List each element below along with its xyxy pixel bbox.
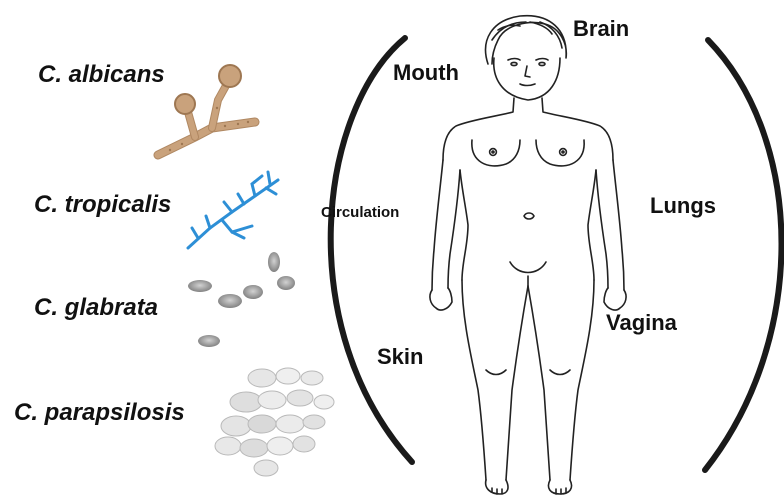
left-bracket-arc (331, 38, 412, 462)
glabrata-yeast-cells-icon (188, 252, 295, 347)
site-label-lungs: Lungs (650, 193, 716, 219)
parapsilosis-yeast-cluster-icon (215, 368, 334, 476)
right-bracket-arc (705, 40, 782, 470)
tropicalis-pseudohyphae-icon (188, 172, 278, 248)
site-label-circulation: Circulation (321, 204, 399, 221)
site-label-skin: Skin (377, 344, 423, 370)
species-label-glabrata: C. glabrata (34, 294, 158, 322)
species-label-tropicalis: C. tropicalis (34, 191, 171, 219)
site-label-vagina: Vagina (606, 310, 677, 336)
site-label-brain: Brain (573, 16, 629, 42)
site-label-mouth: Mouth (393, 60, 459, 86)
human-body-outline (430, 16, 626, 494)
albicans-hyphae-icon (158, 65, 255, 155)
species-label-parapsilosis: C. parapsilosis (14, 399, 185, 427)
species-label-albicans: C. albicans (38, 61, 165, 89)
